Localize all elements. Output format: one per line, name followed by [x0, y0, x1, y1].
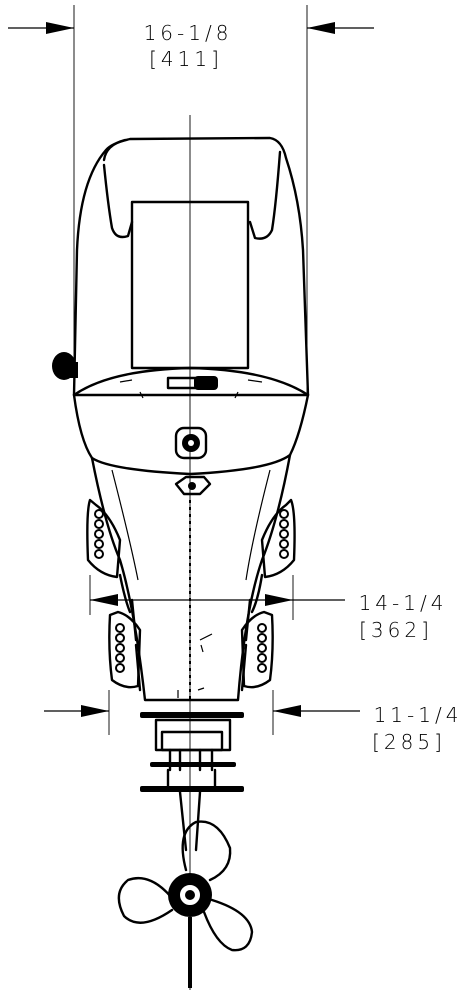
overall-width-imperial-label: 16-1/8 — [144, 21, 233, 45]
middle-width-imperial-label: 14-1/4 — [359, 591, 448, 615]
right-upper-bracket — [260, 498, 296, 579]
lower-cowl — [72, 393, 310, 702]
bracket-clamp-right — [240, 573, 264, 692]
anti-cavitation-plate — [140, 712, 244, 852]
overall-width-dimension: 16-1/8 [411] — [8, 5, 374, 400]
tiller-knob — [52, 352, 78, 380]
engine-cowling — [72, 136, 310, 399]
middle-width-metric-label: [362] — [359, 618, 433, 642]
lower-width-metric-label: [285] — [372, 730, 446, 754]
left-lower-bracket — [108, 610, 142, 689]
middle-width-dimension: 14-1/4 [362] — [89, 575, 448, 642]
right-lower-bracket — [240, 610, 274, 689]
water-intake-fitting — [174, 475, 212, 496]
overall-width-metric-label: [411] — [149, 47, 223, 71]
flush-fitting — [174, 426, 208, 460]
lower-width-imperial-label: 11-1/4 — [374, 703, 463, 727]
lower-width-dimension: 11-1/4 [285] — [44, 690, 463, 754]
left-upper-bracket — [86, 498, 122, 579]
propeller — [117, 820, 254, 988]
lower-unit-marks — [177, 633, 213, 698]
bracket-clamp-left — [118, 573, 142, 692]
